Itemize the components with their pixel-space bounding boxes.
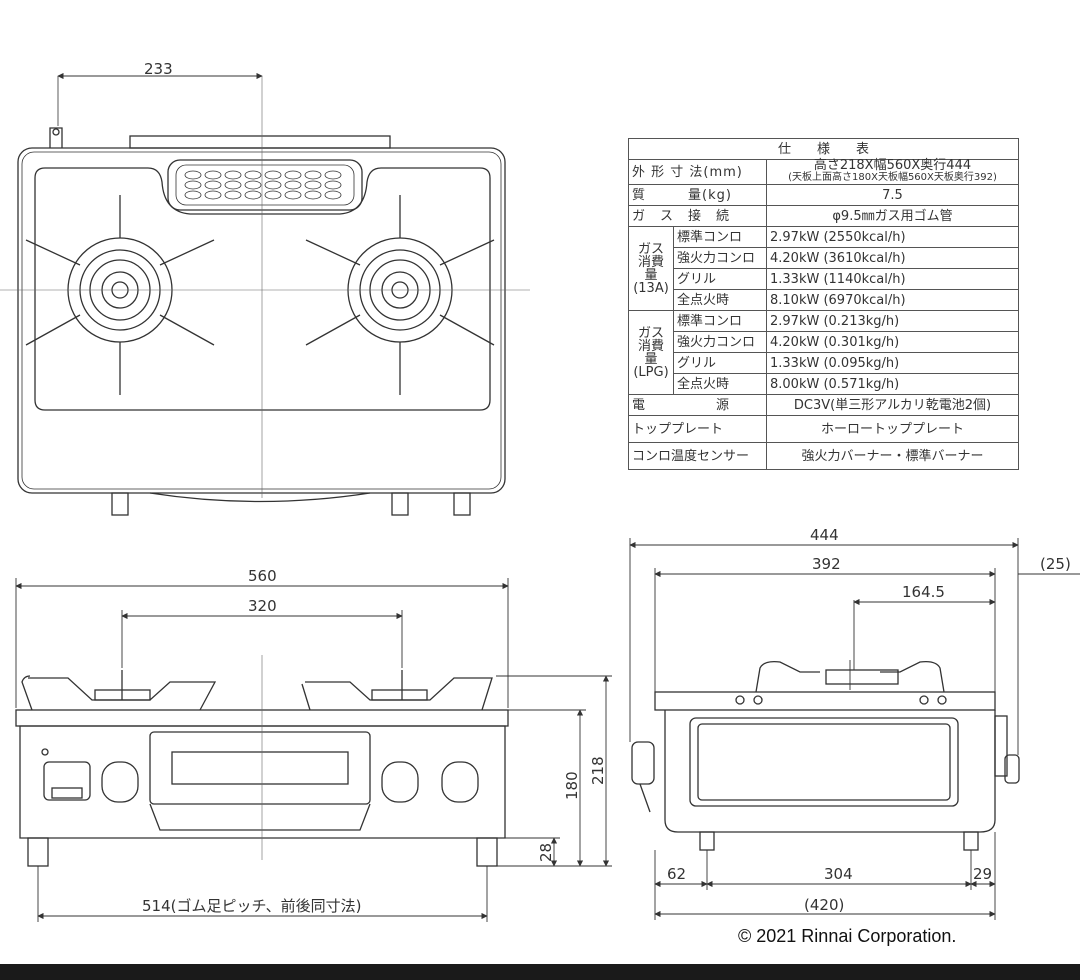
- spec-title-row: 仕 様 表: [628, 138, 1019, 160]
- dim-392: 392: [812, 555, 841, 573]
- spec-value: 8.00kW (0.571kg/h): [766, 373, 1019, 395]
- spec-topplate-row: トッププレート ホーロートッププレート: [628, 415, 1019, 443]
- spec-topplate-value: ホーロートッププレート: [766, 415, 1019, 443]
- table-row: 全点火時 8.10kW (6970kcal/h): [629, 289, 1019, 311]
- spec-sensor-label: コンロ温度センサー: [628, 442, 767, 470]
- top-view: [0, 72, 530, 516]
- table-row: 強火力コンロ 4.20kW (3610kcal/h): [629, 247, 1019, 269]
- spec-value: 4.20kW (3610kcal/h): [766, 247, 1019, 269]
- left-burner-top: [25, 195, 215, 395]
- spec-mass-row: 質 量(kg) 7.5: [628, 184, 1019, 206]
- spec-outer-label: 外 形 寸 法(mm): [628, 159, 767, 185]
- spec-item: 強火力コンロ: [673, 331, 767, 353]
- dim-560: 560: [248, 567, 277, 585]
- dim-444: 444: [810, 526, 839, 544]
- table-row: 強火力コンロ 4.20kW (0.301kg/h): [629, 331, 1019, 353]
- dim-420: (420): [804, 896, 844, 914]
- dim-62: 62: [667, 865, 686, 883]
- side-view: [631, 600, 1020, 851]
- spec-item: グリル: [673, 352, 767, 374]
- dim-514: 514(ゴム足ピッチ、前後同寸法): [142, 897, 361, 915]
- spec-value: 1.33kW (0.095kg/h): [766, 352, 1019, 374]
- spec-item: 全点火時: [673, 289, 767, 311]
- side-dimensions: [629, 538, 1080, 920]
- spec-power-label: 電 源: [628, 394, 767, 416]
- dim-304: 304: [824, 865, 853, 883]
- spec-value: 2.97kW (2550kcal/h): [766, 226, 1019, 248]
- table-row: ガス 消費量 (13A) 標準コンロ 2.97kW (2550kcal/h): [628, 226, 1019, 311]
- spec-mass-label: 質 量(kg): [628, 184, 767, 206]
- spec-outer-cell: 高さ218X幅560X奥行444 (天板上面高さ180X天板幅560X天板奥行3…: [766, 158, 1019, 185]
- right-burner-top: [305, 195, 495, 395]
- dim-233: 233: [144, 60, 173, 78]
- dim-164-5: 164.5: [902, 583, 945, 601]
- spec-item: 全点火時: [673, 373, 767, 395]
- spec-value: 4.20kW (0.301kg/h): [766, 331, 1019, 353]
- spec-power-row: 電 源 DC3V(単三形アルカリ乾電池2個): [628, 394, 1019, 416]
- spec-title: 仕 様 表: [628, 138, 1019, 160]
- front-dimensions: [15, 578, 612, 922]
- spec-power-value: DC3V(単三形アルカリ乾電池2個): [766, 394, 1019, 416]
- spec-gasconn-row: ガ ス 接 続 φ9.5㎜ガス用ゴム管: [628, 205, 1019, 227]
- front-view: [15, 655, 509, 867]
- table-row: グリル 1.33kW (0.095kg/h): [629, 352, 1019, 374]
- spec-item: 標準コンロ: [673, 226, 767, 248]
- dim-180: 180: [563, 771, 581, 800]
- spec-mass-value: 7.5: [766, 184, 1019, 206]
- spec-outer-sub: (天板上面高さ180X天板幅560X天板奥行392): [788, 172, 997, 183]
- spec-value: 1.33kW (1140kcal/h): [766, 268, 1019, 290]
- table-row: グリル 1.33kW (1140kcal/h): [629, 268, 1019, 290]
- spec-item: グリル: [673, 268, 767, 290]
- spec-group-13a: ガス 消費量 (13A): [628, 226, 674, 311]
- spec-gasconn-value: φ9.5㎜ガス用ゴム管: [766, 205, 1019, 227]
- spec-gasconn-label: ガ ス 接 続: [628, 205, 767, 227]
- copyright-text: © 2021 Rinnai Corporation.: [738, 926, 957, 946]
- spec-sensor-value: 強火力バーナー・標準バーナー: [766, 442, 1019, 470]
- dim-29: 29: [973, 865, 992, 883]
- dim-320: 320: [248, 597, 277, 615]
- dim-28: 28: [537, 843, 555, 862]
- spec-value: 2.97kW (0.213kg/h): [766, 310, 1019, 332]
- spec-item: 強火力コンロ: [673, 247, 767, 269]
- spec-group-lpg: ガス 消費量 (LPG): [628, 310, 674, 395]
- bottom-bar: [0, 964, 1080, 980]
- spec-item: 標準コンロ: [673, 310, 767, 332]
- spec-value: 8.10kW (6970kcal/h): [766, 289, 1019, 311]
- spec-table: 仕 様 表 外 形 寸 法(mm) 高さ218X幅560X奥行444 (天板上面…: [628, 138, 1019, 470]
- dim-25: (25): [1040, 555, 1071, 573]
- spec-outer-row: 外 形 寸 法(mm) 高さ218X幅560X奥行444 (天板上面高さ180X…: [628, 158, 1019, 185]
- table-row: ガス 消費量 (LPG) 標準コンロ 2.97kW (0.213kg/h): [628, 310, 1019, 395]
- spec-topplate-label: トッププレート: [628, 415, 767, 443]
- dim-218: 218: [589, 756, 607, 785]
- spec-outer-value: 高さ218X幅560X奥行444: [813, 158, 972, 173]
- spec-sensor-row: コンロ温度センサー 強火力バーナー・標準バーナー: [628, 442, 1019, 470]
- table-row: 全点火時 8.00kW (0.571kg/h): [629, 373, 1019, 395]
